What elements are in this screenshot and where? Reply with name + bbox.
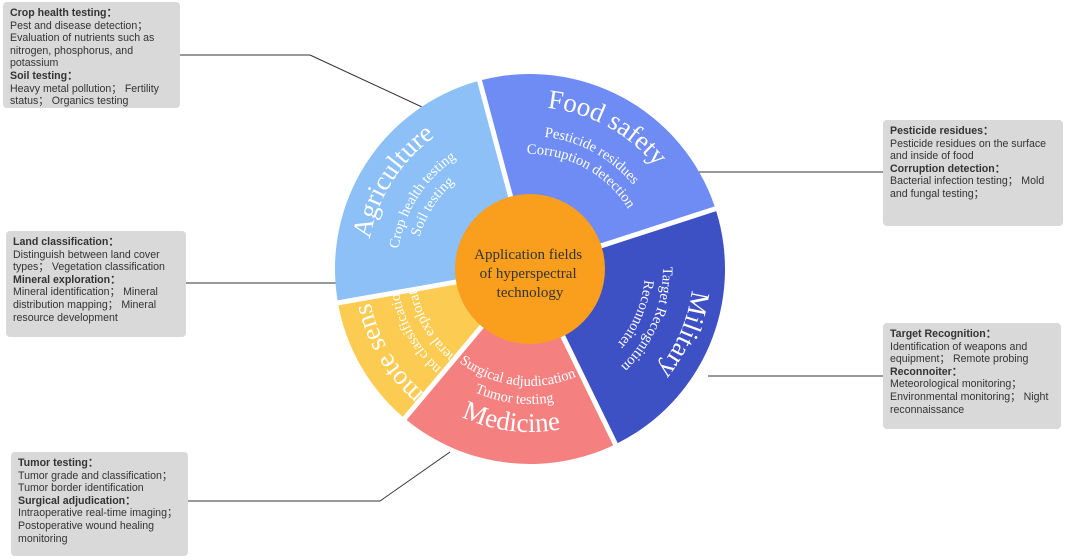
medicine-heading-2: Surgical adjudication： xyxy=(18,494,136,507)
agriculture-detail-box: Crop health testing： Pest and disease de… xyxy=(3,2,180,108)
military-heading-2: Reconnoiter： xyxy=(890,365,963,378)
military-text-1: Identification of weapons and equipment；… xyxy=(890,340,1029,366)
remote-text-1: Distinguish between land cover types； Ve… xyxy=(13,248,165,274)
center-label-line-2: of hyperspectral xyxy=(480,266,577,282)
remote-heading-2: Mineral exploration： xyxy=(13,273,121,286)
military-text-2: Meteorological monitoring； Environmental… xyxy=(890,378,1049,416)
center-label-line-1: Application fields xyxy=(474,247,582,263)
sector-food xyxy=(481,74,715,244)
connector-lines xyxy=(180,54,883,502)
sector-medicine xyxy=(406,327,614,464)
agriculture-text-2: Heavy metal pollution； Fertility status；… xyxy=(10,82,159,108)
sector-remote xyxy=(338,284,481,417)
center-label: Application fields of hyperspectral tech… xyxy=(474,247,586,301)
agriculture-heading-2: Soil testing： xyxy=(10,69,78,82)
remote-sensing-detail-box: Land classification： Distinguish between… xyxy=(6,231,186,337)
agriculture-heading-1: Crop health testing： xyxy=(10,7,118,19)
medicine-text-1: Tumor grade and classification； Tumor bo… xyxy=(18,469,173,495)
connector-agriculture-diagonal xyxy=(309,54,438,115)
medicine-heading-1: Tumor testing： xyxy=(18,457,99,469)
food-detail-box: Pesticide residues： Pesticide residues o… xyxy=(883,120,1063,226)
agriculture-text-1: Pest and disease detection； Evaluation o… xyxy=(10,19,155,70)
center-hub xyxy=(455,194,605,344)
food-text-1: Pesticide residues on the surface and in… xyxy=(890,137,1047,163)
remote-text-2: Mineral identification； Mineral distribu… xyxy=(13,286,158,324)
center-label-line-3: technology xyxy=(497,285,564,301)
military-detail-box: Target Recognition： Identification of we… xyxy=(883,323,1061,429)
medicine-detail-box: Tumor testing： Tumor grade and classific… xyxy=(11,452,188,556)
medicine-text-2: Intraoperative real-time imaging； Postop… xyxy=(18,507,178,545)
food-heading-1: Pesticide residues： xyxy=(890,125,994,137)
food-heading-2: Corruption detection： xyxy=(890,162,1006,175)
remote-heading-1: Land classification： xyxy=(13,236,119,248)
sector-agriculture xyxy=(335,81,509,301)
connector-medicine-diagonal xyxy=(379,451,451,502)
food-text-2: Bacterial infection testing； Mold and fu… xyxy=(890,175,1045,200)
military-heading-1: Target Recognition： xyxy=(890,328,997,340)
